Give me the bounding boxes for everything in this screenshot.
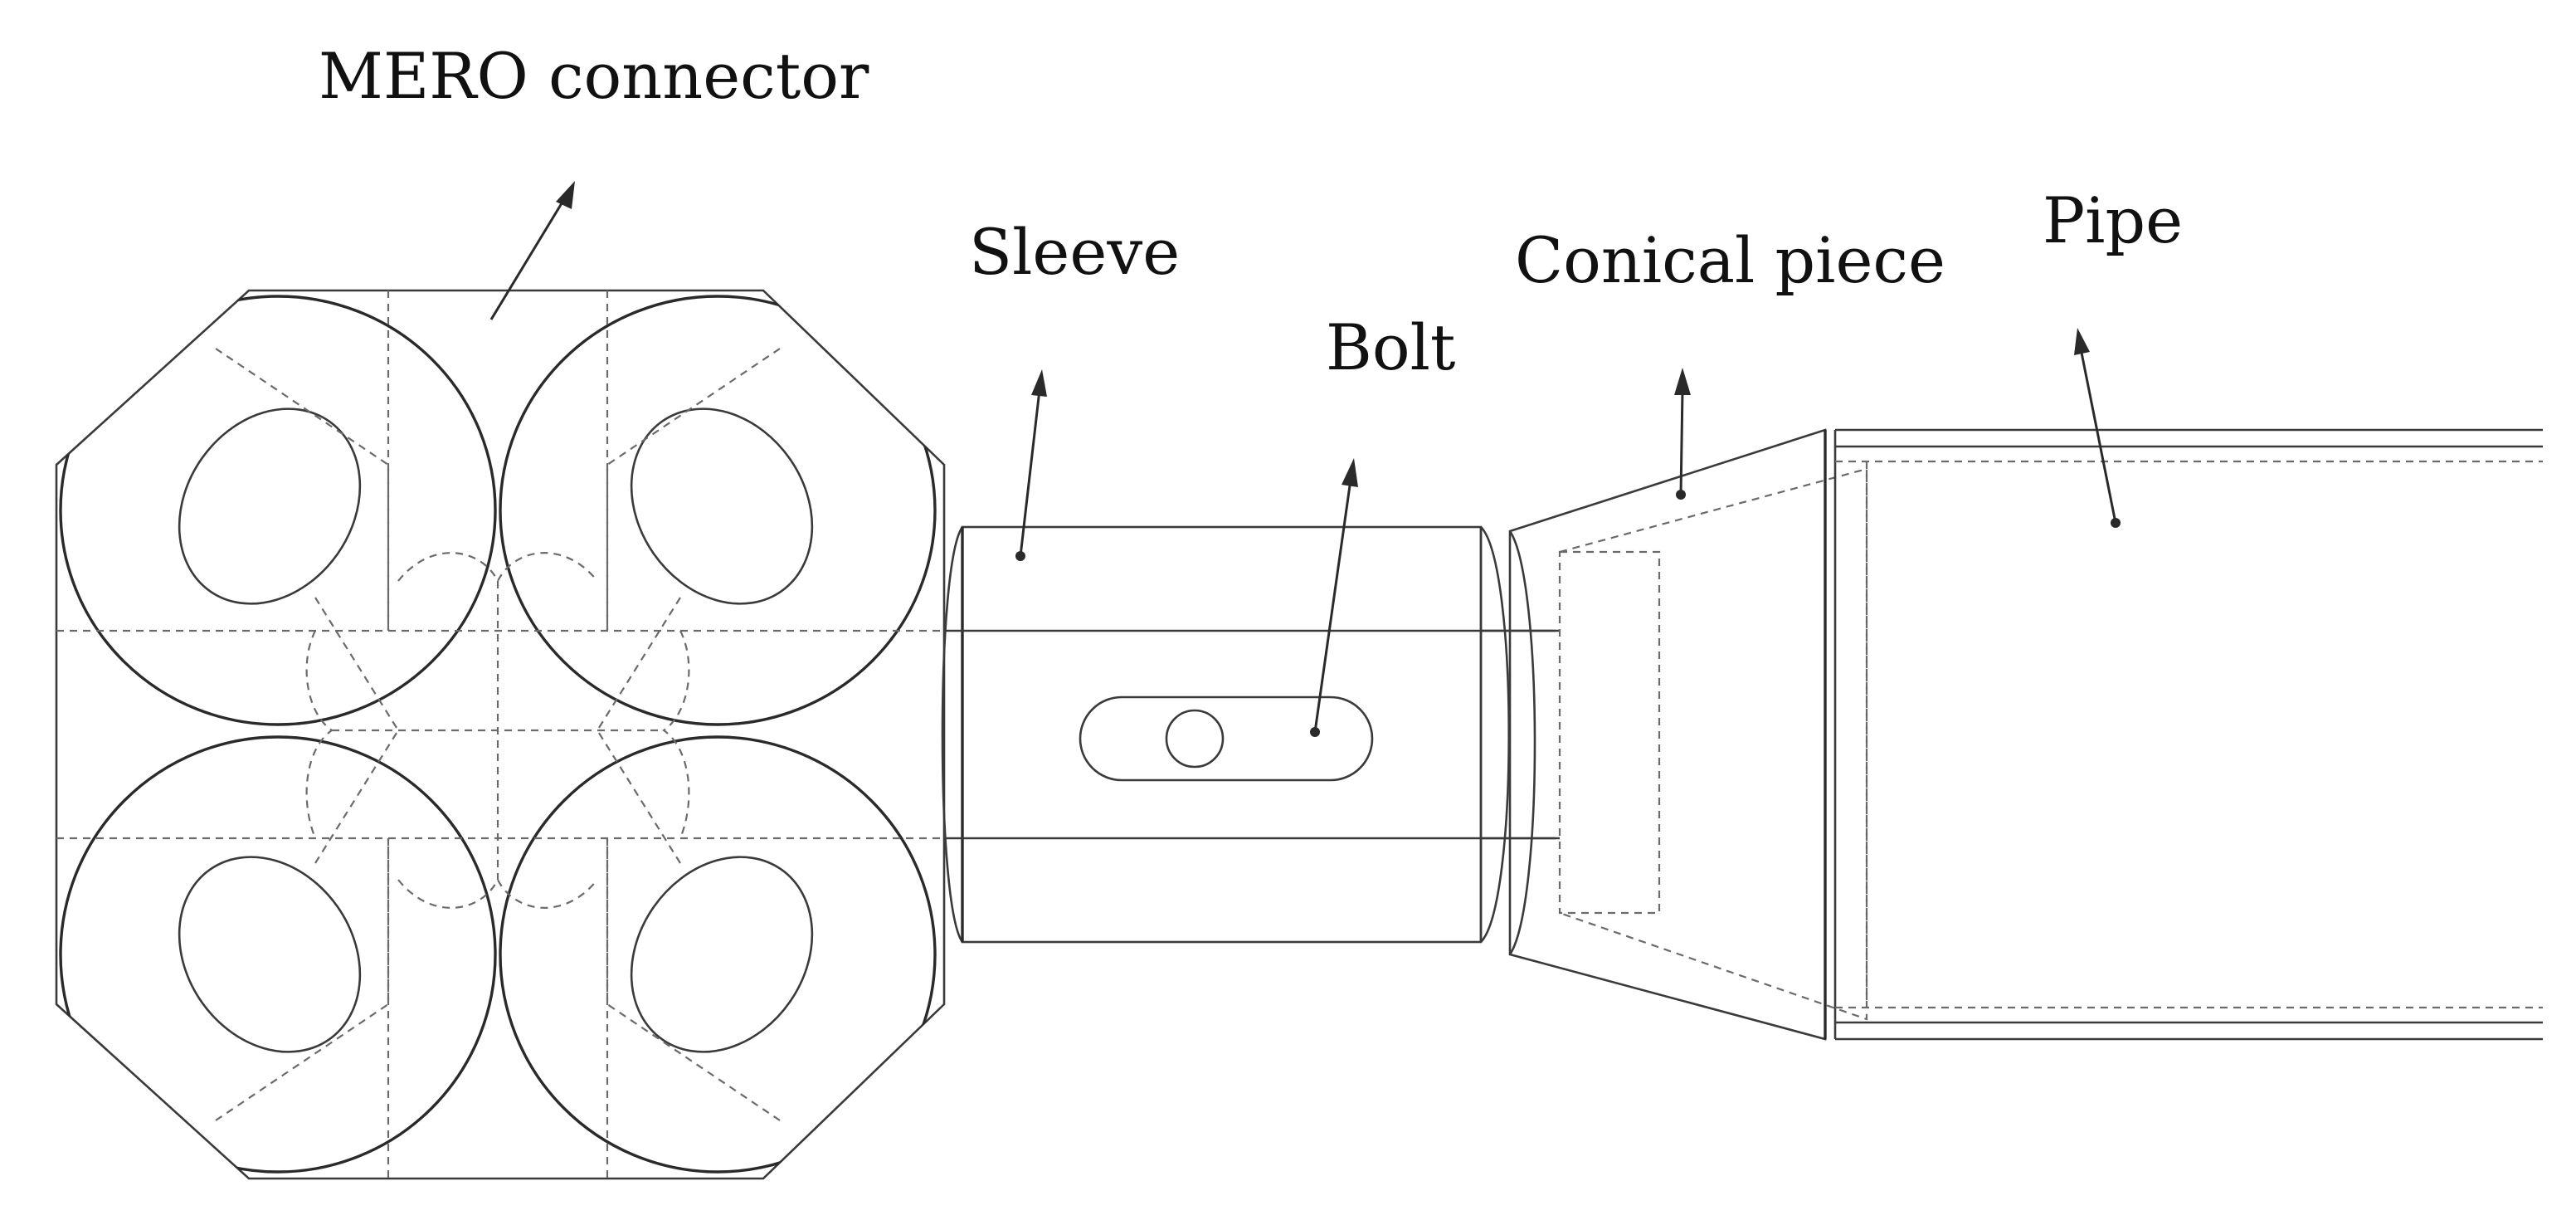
bolt-leader-dot [1310, 727, 1320, 737]
conical-leader-dot [1676, 490, 1686, 500]
conical-left-curve [1508, 530, 1536, 955]
label-pipe: Pipe [2043, 183, 2183, 257]
conical-arrowhead [1674, 368, 1691, 395]
bolt-leader [1313, 479, 1352, 733]
leaders [489, 181, 2121, 737]
bolt-pin [1165, 709, 1225, 769]
bolt-arrowhead [1342, 458, 1358, 487]
pipe-leader-dot [2111, 518, 2121, 528]
sleeve-leader [1019, 389, 1041, 557]
mero-hole-top-right [630, 408, 814, 605]
label-sleeve: Sleeve [969, 215, 1180, 289]
pipe [1835, 428, 2543, 1041]
pipe-arrowhead [2074, 328, 2090, 355]
mero-hole-bottom-left [178, 856, 362, 1053]
label-bolt: Bolt [1326, 310, 1455, 384]
mero-connector [55, 289, 946, 1180]
conical-outline [1508, 428, 1827, 1041]
labels: MERO connector Sleeve Bolt Conical piece… [319, 39, 2183, 384]
sleeve-right-flange [1480, 526, 1511, 943]
mero-hole-top-left [178, 408, 362, 605]
bolt-slot [1079, 695, 1374, 782]
mero-lobe-top-left [59, 295, 497, 726]
sleeve [941, 525, 1556, 944]
mero-lobe-bottom-right [499, 735, 937, 1174]
conical-hidden-pocket [1558, 550, 1661, 915]
bolt [1079, 629, 1560, 840]
mero-node-internals [56, 290, 944, 1179]
sleeve-left-flange [941, 526, 964, 943]
sleeve-arrowhead [1031, 369, 1047, 397]
sleeve-leader-dot [1015, 551, 1025, 561]
conical-piece [1508, 428, 1868, 1041]
pipe-leader [2079, 348, 2117, 524]
label-conical-piece: Conical piece [1515, 223, 1945, 297]
mero-hidden-lines [56, 290, 944, 1179]
mero-lobe-bottom-left [59, 735, 497, 1174]
mero-arrowhead [556, 181, 575, 209]
mero-hole-bottom-right [630, 856, 814, 1053]
conical-leader [1679, 389, 1684, 495]
mero-leader [489, 198, 566, 320]
label-mero-connector: MERO connector [319, 39, 869, 113]
mero-lobe-top-right [499, 295, 937, 726]
mero-node-outline [55, 289, 946, 1180]
